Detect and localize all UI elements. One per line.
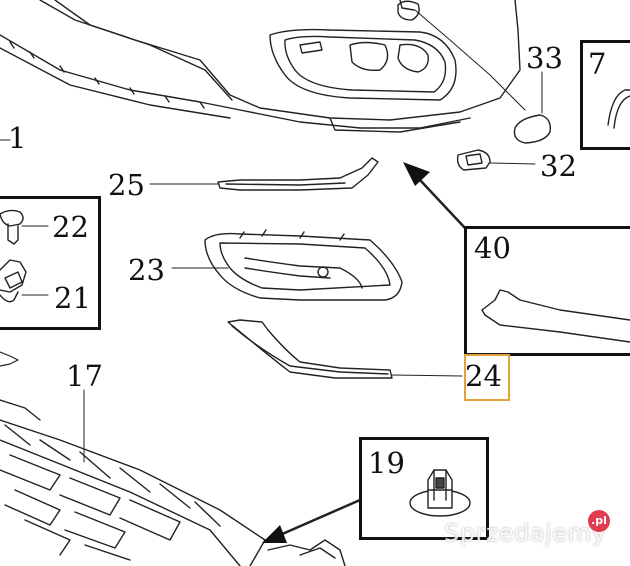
detail-box-19 — [359, 437, 489, 540]
watermark-badge: .pl — [588, 510, 610, 532]
detail-box-7 — [580, 40, 630, 150]
label-part-17: 17 — [66, 359, 103, 393]
label-part-23: 23 — [128, 253, 165, 287]
part-24-strip — [227, 319, 463, 379]
highlight-part-24 — [464, 354, 510, 401]
label-part-25: 25 — [108, 168, 145, 202]
part-25-trim — [149, 157, 379, 191]
label-part-19: 19 — [368, 446, 405, 480]
label-part-33: 33 — [526, 41, 563, 75]
pointer-arrow-19 — [262, 498, 362, 543]
label-part-24: 24 — [465, 359, 502, 393]
label-part-21: 21 — [54, 281, 91, 315]
detail-box-21-22 — [0, 196, 101, 330]
detail-box-40 — [464, 226, 630, 356]
pointer-arrow-40 — [403, 162, 467, 230]
part-33-cap — [513, 114, 551, 144]
label-part-40: 40 — [474, 231, 511, 265]
watermark-text: Sprzedajemy — [444, 519, 607, 547]
part-23-bezel — [171, 229, 403, 301]
label-part-22: 22 — [52, 210, 89, 244]
part-32-clip — [456, 149, 536, 171]
label-part-1: 1 — [8, 121, 27, 155]
label-part-32: 32 — [540, 149, 577, 183]
label-part-7: 7 — [588, 47, 607, 81]
part-17-undertray — [0, 389, 346, 566]
bumper-cover-drawing — [0, 0, 526, 133]
